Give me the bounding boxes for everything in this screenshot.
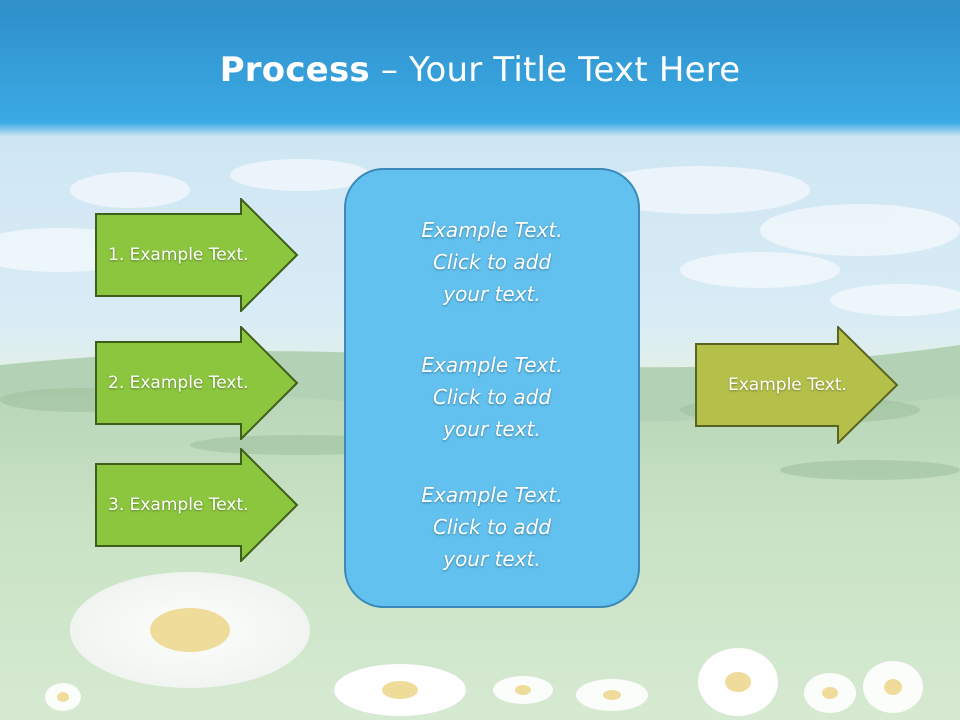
daisy-flower-icon xyxy=(45,572,923,716)
text-block-1: Example Text. Click to add your text. xyxy=(346,214,638,310)
step-label: 1. Example Text. xyxy=(108,245,249,265)
block-line: Click to add xyxy=(432,250,552,274)
block-line: Click to add xyxy=(432,515,552,539)
step-label: 2. Example Text. xyxy=(108,373,249,393)
block-line: your text. xyxy=(443,417,541,441)
step-arrow-2[interactable]: 2. Example Text. xyxy=(95,326,299,440)
text-block-2: Example Text. Click to add your text. xyxy=(346,349,638,445)
step-arrow-1[interactable]: 1. Example Text. xyxy=(95,198,299,312)
slide-title[interactable]: Process – Your Title Text Here xyxy=(0,50,960,90)
right-arrow-icon xyxy=(95,326,299,440)
title-rest: – Your Title Text Here xyxy=(369,50,741,90)
block-line: Example Text. xyxy=(421,218,563,242)
title-bold: Process xyxy=(219,50,370,90)
right-arrow-icon xyxy=(695,326,899,444)
block-line: Example Text. xyxy=(421,353,563,377)
right-arrow-icon xyxy=(95,198,299,312)
process-box[interactable]: Example Text. Click to add your text. Ex… xyxy=(344,168,640,608)
right-arrow-icon xyxy=(95,448,299,562)
step-arrow-3[interactable]: 3. Example Text. xyxy=(95,448,299,562)
block-line: your text. xyxy=(443,547,541,571)
block-line: your text. xyxy=(443,282,541,306)
step-label: 3. Example Text. xyxy=(108,495,249,515)
block-line: Click to add xyxy=(432,385,552,409)
text-block-3: Example Text. Click to add your text. xyxy=(346,479,638,575)
result-label: Example Text. xyxy=(728,375,847,395)
result-arrow[interactable]: Example Text. xyxy=(695,326,899,444)
block-line: Example Text. xyxy=(421,483,563,507)
